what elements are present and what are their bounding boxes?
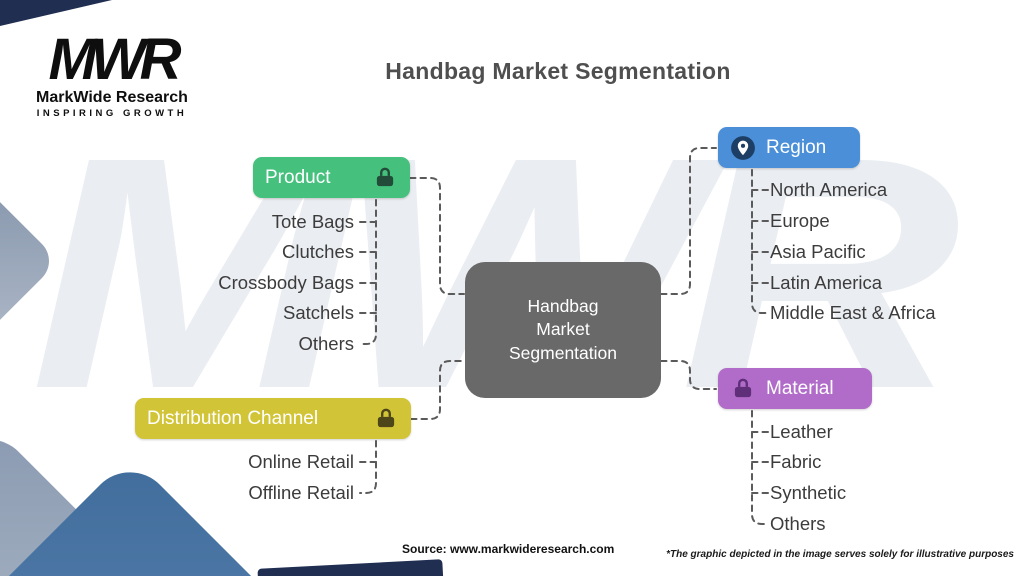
item-europe: Europe (770, 210, 830, 231)
branch-material: Material (718, 368, 872, 409)
item-synthetic: Synthetic (770, 482, 847, 503)
branch-material-label: Material (766, 377, 834, 399)
material-bag-icon (734, 378, 752, 397)
logo-tagline: INSPIRING GROWTH (36, 108, 188, 120)
item-north-america: North America (770, 179, 888, 200)
item-latin-america: Latin America (770, 272, 883, 293)
item-product-others: Others (298, 333, 354, 354)
center-node-line: Handbag (527, 296, 599, 317)
branch-region-label: Region (766, 136, 827, 158)
item-fabric: Fabric (770, 451, 822, 472)
item-tote-bags: Tote Bags (271, 211, 354, 232)
branch-distribution-channel-label: Distribution Channel (147, 407, 319, 429)
handbag-icon (376, 167, 394, 186)
branch-region: Region (718, 127, 860, 168)
logo: MWR MarkWide Research INSPIRING GROWTH (28, 27, 196, 120)
item-material-others: Others (770, 513, 826, 534)
item-satchels: Satchels (283, 302, 354, 323)
corner-triangle-decoration (0, 0, 112, 26)
item-asia-pacific: Asia Pacific (770, 241, 866, 262)
branch-product: Product (253, 157, 410, 198)
item-crossbody-bags: Crossbody Bags (218, 272, 354, 293)
item-middle-east-africa: Middle East & Africa (770, 302, 936, 323)
logo-monogram: MWR (48, 27, 182, 92)
center-node: Handbag Market Segmentation (465, 262, 661, 398)
center-node-line: Market (536, 319, 590, 340)
location-pin-icon (731, 135, 755, 160)
branch-distribution-channel: Distribution Channel (135, 398, 411, 439)
item-leather: Leather (770, 421, 833, 442)
shopping-bag-icon (377, 408, 395, 427)
item-online-retail: Online Retail (248, 451, 354, 472)
branch-product-label: Product (265, 166, 331, 188)
item-clutches: Clutches (282, 241, 354, 262)
source-text: Source: www.markwideresearch.com (402, 542, 615, 556)
page-title: Handbag Market Segmentation (385, 58, 731, 84)
bottom-navy-strip-decoration (257, 559, 444, 576)
center-node-line: Segmentation (509, 342, 617, 363)
disclaimer-text: *The graphic depicted in the image serve… (666, 549, 1014, 560)
logo-name: MarkWide Research (36, 89, 188, 107)
item-offline-retail: Offline Retail (248, 482, 354, 503)
